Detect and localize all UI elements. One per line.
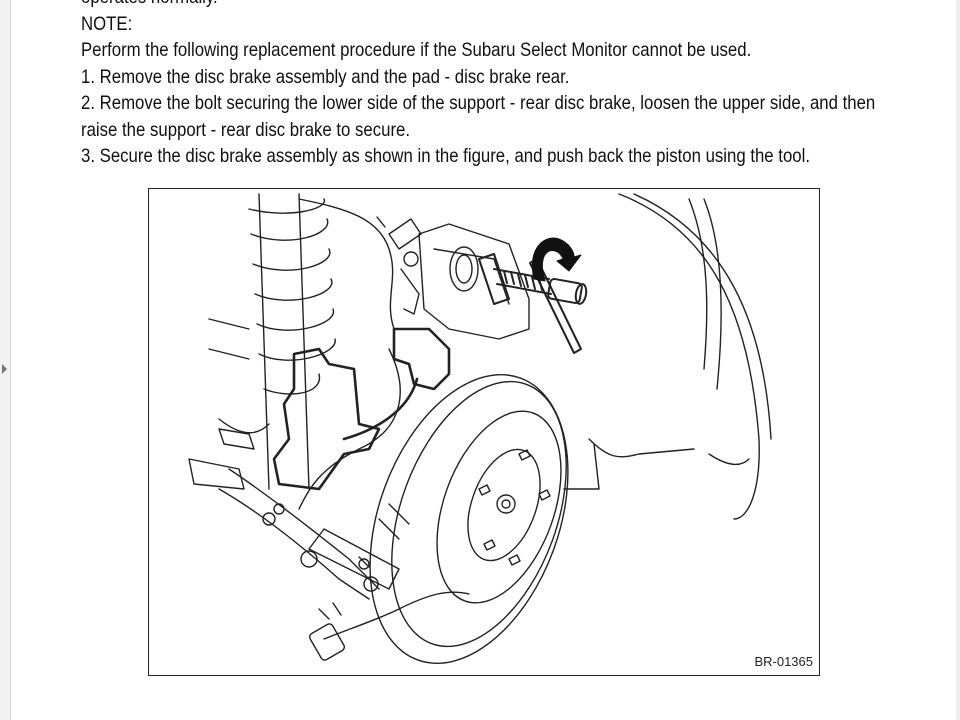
partial-top-line: operates normally. <box>81 0 803 11</box>
step-2-continued: raise the support - rear disc brake to s… <box>81 118 411 141</box>
step-3: 3. Secure the disc brake assembly as sho… <box>81 145 810 167</box>
expand-arrow-icon[interactable] <box>2 364 7 374</box>
fender-outline <box>563 193 772 520</box>
wheel-studs <box>478 449 551 566</box>
brake-illustration <box>188 193 772 664</box>
fasteners <box>218 428 370 570</box>
step-2: 2. Remove the bolt securing the lower si… <box>81 92 876 114</box>
caliper-assembly <box>376 216 530 340</box>
brake-figure: BR-01365 <box>148 188 820 676</box>
note-intro: Perform the following replacement proced… <box>81 39 752 61</box>
left-gutter <box>0 0 11 720</box>
caliper-support <box>272 327 451 491</box>
note-text-block: operates normally. NOTE: Perform the fol… <box>81 0 876 170</box>
suspension-spring <box>208 193 336 490</box>
brake-hose <box>298 198 470 661</box>
scrollbar[interactable] <box>956 0 960 720</box>
note-heading: NOTE: <box>81 12 133 35</box>
figure-id-label: BR-01365 <box>754 654 813 669</box>
step-1: 1. Remove the disc brake assembly and th… <box>81 65 570 88</box>
disc-rotor <box>369 374 569 664</box>
control-arm <box>188 458 410 600</box>
rotation-arrow-icon <box>532 237 582 282</box>
tool-assembly <box>478 253 588 305</box>
